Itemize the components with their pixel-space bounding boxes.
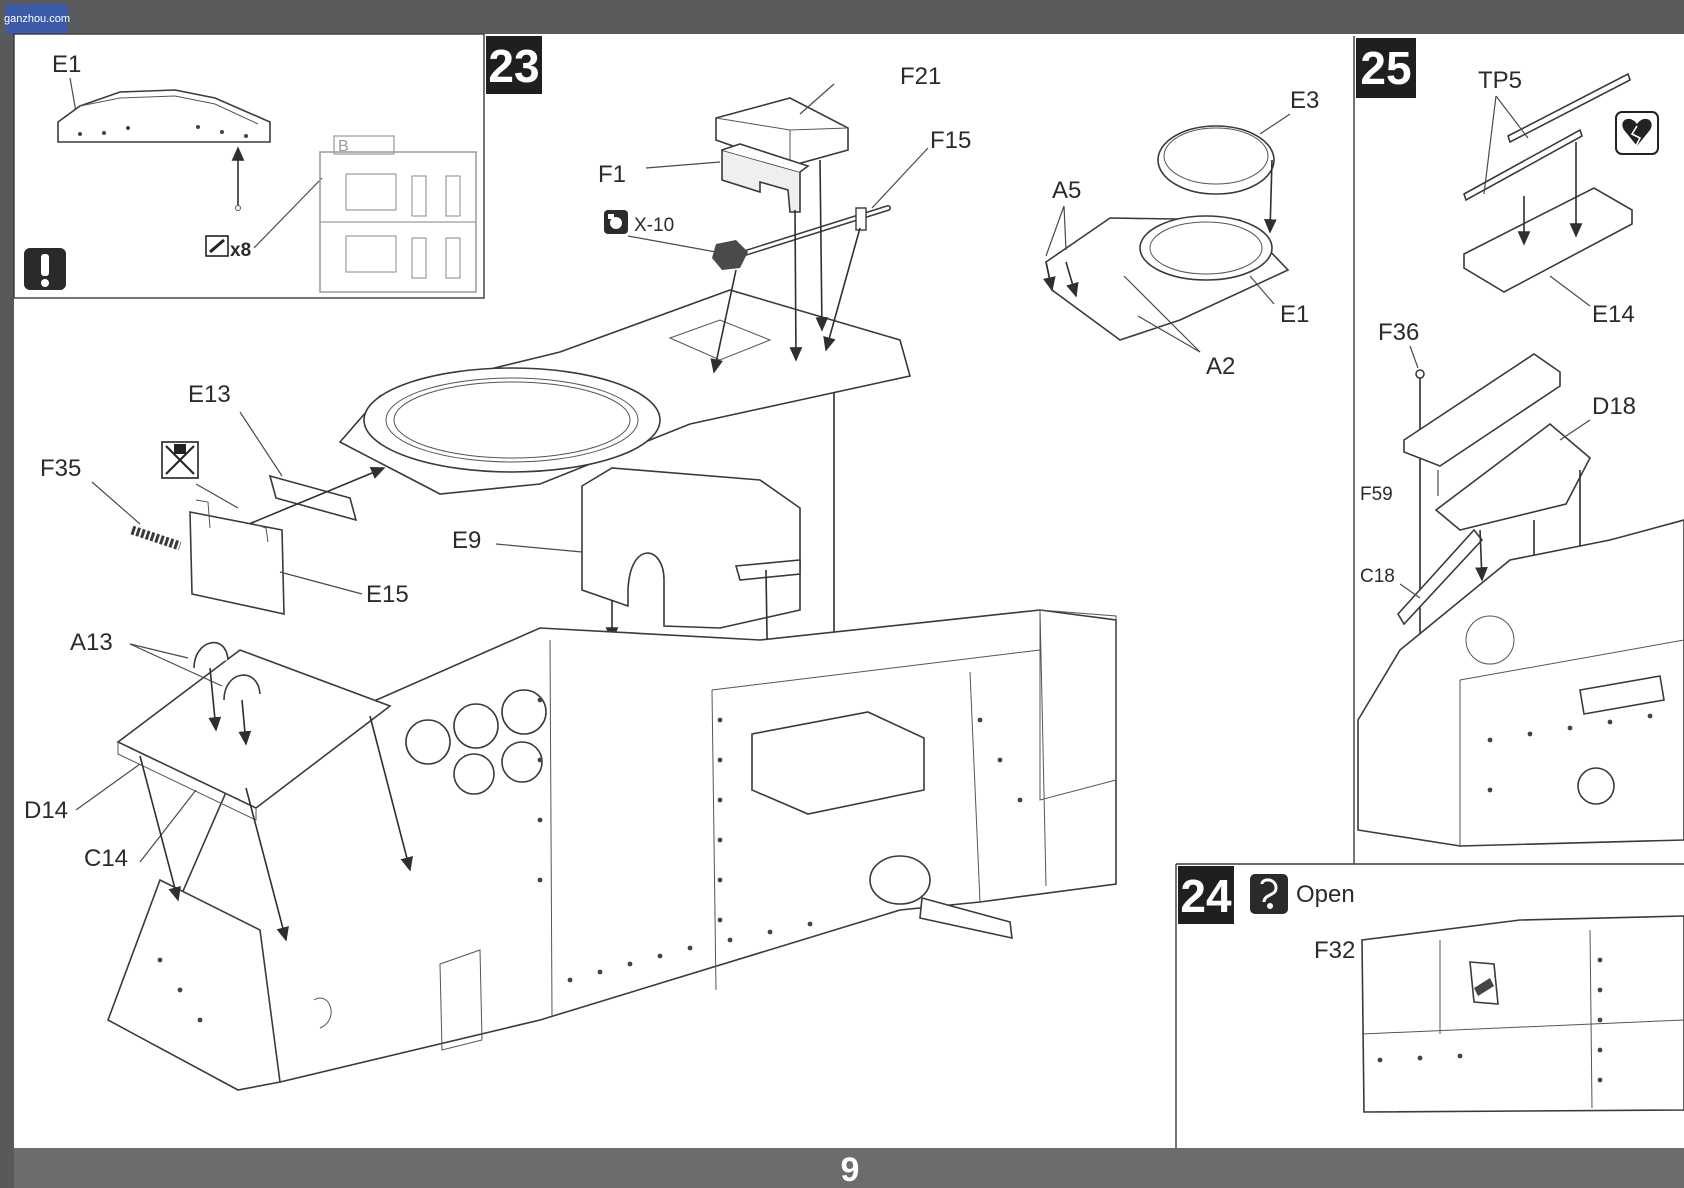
part-a13-handle-1 [193, 641, 229, 669]
arrow-a13-1 [208, 667, 222, 732]
arrow-c14-1 [139, 755, 181, 902]
top-frame [0, 0, 1684, 34]
watermark-logo: ganzhou.com [4, 4, 70, 34]
label-f36: F36 [1378, 319, 1419, 346]
part-upper-plate [1403, 353, 1561, 467]
label-e1-inset: E1 [52, 51, 81, 78]
road-wheel-1 [405, 719, 451, 765]
exhaust-port [869, 855, 931, 905]
road-wheel-3 [501, 689, 547, 735]
label-f32: F32 [1314, 937, 1355, 964]
arrow-a5-1 [1043, 261, 1056, 292]
label-f21: F21 [900, 63, 941, 90]
watermark-text: ganzhou.com [4, 13, 70, 25]
part-d14-drawing [116, 649, 392, 809]
open-option-icon [1250, 874, 1288, 914]
part-c18-drawing [1397, 528, 1484, 626]
drill-quantity: x8 [230, 240, 251, 261]
part-d18-drawing [1434, 422, 1592, 531]
arrow-f21-deck [815, 159, 829, 332]
road-wheel-4 [453, 753, 495, 795]
arrow-a13-2 [238, 699, 252, 746]
part-e15-drawing [189, 511, 285, 615]
step-24-badge [1178, 866, 1234, 924]
open-label: Open [1296, 881, 1355, 908]
part-f1-drawing [721, 148, 801, 213]
step-25-badge [1356, 38, 1416, 98]
label-a13: A13 [70, 629, 113, 656]
label-d14: D14 [24, 797, 68, 824]
part-tp5-strip-2 [1463, 128, 1583, 202]
label-a2: A2 [1206, 353, 1235, 380]
road-wheel-5 [501, 741, 543, 783]
hull-rivets [157, 697, 1023, 1023]
label-e14: E14 [1592, 301, 1635, 328]
arrow-a5-2 [1065, 261, 1079, 298]
arrow-d18-1 [1475, 529, 1488, 582]
hull-side-section [1361, 915, 1684, 1113]
not-for-use-icon [161, 441, 199, 479]
label-e15: E15 [366, 581, 409, 608]
label-c18: C18 [1360, 566, 1395, 587]
turret-ring [363, 367, 661, 473]
hull-rear-assembly [1357, 519, 1684, 847]
step-24-number: 24 [1180, 870, 1232, 922]
label-e1: E1 [1280, 301, 1309, 328]
part-a13-handle-2 [223, 674, 261, 701]
label-e13: E13 [188, 381, 231, 408]
label-e9: E9 [452, 527, 481, 554]
part-f15-knob [712, 240, 748, 270]
sprue-b-drawing: B [319, 135, 477, 293]
sprue-letter: B [338, 138, 349, 155]
arrow-c14-3 [369, 715, 413, 872]
arrow-e3-e1 [1263, 159, 1277, 234]
tool-code-x10: X-10 [634, 215, 674, 236]
part-e1-drawing [57, 89, 271, 143]
step-25-number: 25 [1360, 42, 1411, 94]
label-f35: F35 [40, 455, 81, 482]
step-23-badge [486, 36, 542, 94]
part-e9-drawing [581, 467, 801, 629]
inset-e1-panel: E1 x8 B [13, 33, 485, 299]
road-wheel-2 [453, 703, 499, 749]
label-f59: F59 [1360, 484, 1393, 505]
drill-icon [205, 235, 229, 257]
camera-icon [604, 210, 628, 234]
part-e3-drawing [1157, 125, 1275, 195]
label-f1: F1 [598, 161, 626, 188]
part-tp5-strip-1 [1507, 72, 1631, 144]
label-c14: C14 [84, 845, 128, 872]
part-f35-drawing [130, 525, 182, 551]
arrow-c14-2 [245, 787, 289, 942]
storage-box [751, 711, 925, 815]
step-23-panel: 23 F21 F15 F1 E13 F35 E15 E9 A13 D14 C14… [24, 36, 1117, 1091]
fragile-part-icon [1615, 111, 1659, 155]
arrow-f1-deck [789, 209, 803, 362]
bottom-frame [14, 1148, 1684, 1188]
label-d18: D18 [1592, 393, 1636, 420]
label-tp5: TP5 [1478, 67, 1522, 94]
step-24-panel: 24 Open F32 [1175, 863, 1684, 1148]
label-a5: A5 [1052, 177, 1081, 204]
step-25-panel: 25 TP5 E14 F36 D18 F59 C18 [1353, 36, 1684, 864]
attention-icon [24, 248, 66, 290]
label-e3: E3 [1290, 87, 1319, 114]
part-e14-drawing [1463, 187, 1633, 293]
hull-front-plate [107, 878, 281, 1091]
label-f15: F15 [930, 127, 971, 154]
turret-ring-subassembly: E3 A5 E1 A2 [1043, 87, 1319, 380]
arrow-f15-deck [710, 269, 737, 374]
page-number: 9 [841, 1151, 860, 1188]
step-23-number: 23 [488, 40, 539, 92]
arrow-f15-mount [823, 227, 861, 352]
